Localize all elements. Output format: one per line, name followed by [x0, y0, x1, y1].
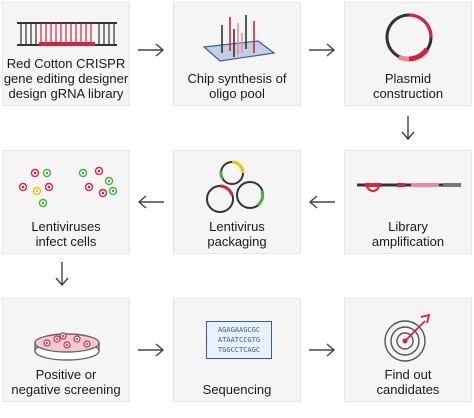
arrow-left-icon [136, 194, 166, 210]
arrow-down-icon [54, 260, 70, 288]
arrow-right-icon [307, 42, 337, 58]
step-label: Find out candidates [376, 367, 440, 397]
arrow-right-icon [136, 42, 166, 58]
plasmid-icon [385, 13, 433, 62]
step-label: Lentivirus packaging [207, 219, 267, 249]
amplified-dna-icon [357, 183, 461, 192]
step-find-candidates: Find out candidates [344, 298, 472, 402]
step-plasmid-construction: Plasmid construction [344, 2, 472, 106]
step-sequencing: AGAGAAGCGC ATAATCCGTG TGGCCTCAGC Sequenc… [173, 298, 301, 402]
step-infect-cells: Lentiviruses infect cells [2, 150, 130, 254]
step-library-amplification: Library amplification [344, 150, 472, 254]
dna-ladder-icon [17, 22, 117, 46]
step-design-grna: Red Cotton CRISPR gene editing designer … [2, 2, 130, 106]
step-chip-synthesis: Chip synthesis of oligo pool [173, 2, 301, 106]
target-icon [384, 313, 431, 362]
infected-cells-icon [18, 166, 118, 208]
petri-dish-icon [34, 332, 100, 361]
arrow-right-icon [136, 342, 166, 358]
sequence-line: TGGCCTCAGC [217, 346, 261, 354]
sequence-readout: AGAGAAGCGC ATAATCCGTG TGGCCTCAGC [206, 321, 272, 359]
step-screening: Positive or negative screening [2, 298, 130, 402]
step-lentivirus-packaging: Lentivirus packaging [173, 150, 301, 254]
sequence-line: ATAATCCGTG [217, 336, 261, 344]
lentivirus-plasmids-icon [206, 160, 265, 213]
step-label: Red Cotton CRISPR gene editing designer … [3, 56, 129, 101]
arrow-left-icon [307, 194, 337, 210]
step-label: Lentiviruses infect cells [31, 219, 101, 249]
sequence-line: AGAGAAGCGC [217, 326, 261, 334]
arrow-right-icon [307, 342, 337, 358]
step-label: Chip synthesis of oligo pool [187, 71, 287, 101]
step-label: Library amplification [371, 219, 445, 249]
step-label: Plasmid construction [372, 71, 444, 101]
arrow-down-icon [400, 114, 416, 142]
oligo-chip-icon [202, 15, 276, 62]
step-label: Sequencing [202, 382, 272, 397]
step-label: Positive or negative screening [11, 367, 121, 397]
